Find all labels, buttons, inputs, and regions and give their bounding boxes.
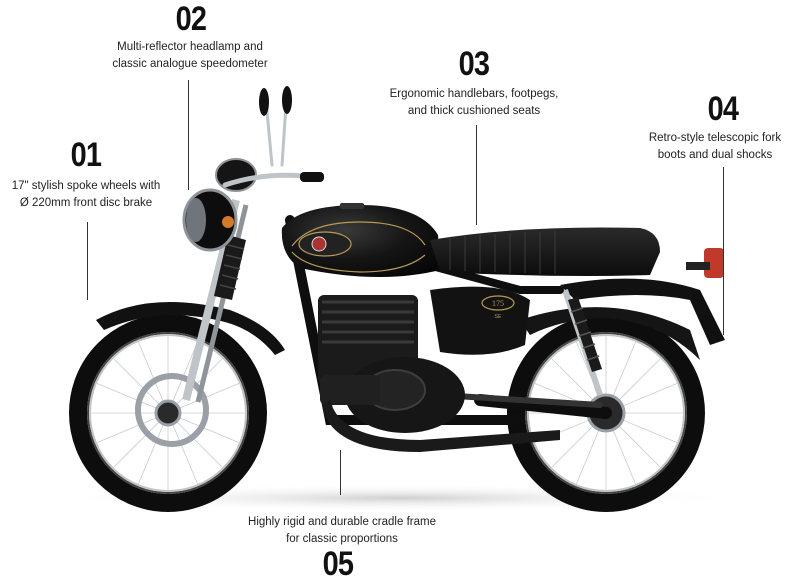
leader-line-01 [87, 222, 88, 300]
seat [430, 227, 660, 276]
feature-caption-02: Multi-reflector headlamp and classic ana… [90, 39, 290, 73]
feature-number-02: 02 [175, 0, 207, 38]
tail-light [704, 248, 724, 278]
feature-caption-04: Retro-style telescopic fork boots and du… [630, 130, 800, 164]
speedometer [215, 158, 257, 192]
feature-number-04: 04 [707, 90, 739, 128]
feature-number-03: 03 [458, 45, 490, 83]
engine [318, 295, 465, 433]
feature-03-line1: Ergonomic handlebars, footpegs, [389, 88, 559, 100]
feature-caption-01: 17" stylish spoke wheels with Ø 220mm fr… [0, 178, 176, 212]
headlamp [182, 188, 238, 252]
front-fender [96, 302, 285, 355]
feature-04-line1: Retro-style telescopic fork [648, 132, 782, 144]
handlebars [222, 86, 324, 188]
leader-line-05 [340, 450, 341, 495]
feature-02-line2: classic analogue speedometer [112, 58, 268, 70]
feature-03-line2: and thick cushioned seats [407, 105, 541, 117]
feature-05-line2: for classic proportions [286, 533, 398, 545]
mirror-left [259, 88, 269, 116]
feature-04-line2: boots and dual shocks [657, 149, 773, 161]
mirror-right [282, 86, 292, 114]
exhaust [322, 400, 560, 452]
leader-line-04 [723, 167, 724, 335]
rear-fender-lower [520, 307, 700, 360]
feature-caption-03: Ergonomic handlebars, footpegs, and thic… [374, 86, 574, 120]
leader-line-03 [476, 125, 477, 225]
side-badge-sub: SE [495, 314, 502, 320]
feature-01-line1: 17" stylish spoke wheels with [11, 180, 161, 192]
side-cover: 175 SE [430, 286, 530, 355]
feature-01-line2: Ø 220mm front disc brake [19, 197, 153, 209]
front-disc-brake [135, 373, 209, 447]
fuel-tank [281, 203, 440, 278]
feature-number-01: 01 [70, 136, 102, 174]
leader-line-02 [188, 80, 189, 190]
feature-caption-05: Highly rigid and durable cradle frame fo… [227, 514, 457, 548]
feature-number-05: 05 [322, 545, 354, 583]
rear-shock [562, 289, 603, 396]
side-badge-text: 175 [492, 299, 504, 308]
feature-02-line1: Multi-reflector headlamp and [117, 41, 263, 53]
feature-05-line1: Highly rigid and durable cradle frame [248, 516, 436, 528]
rear-fender [560, 278, 725, 345]
front-wheel [69, 314, 267, 512]
